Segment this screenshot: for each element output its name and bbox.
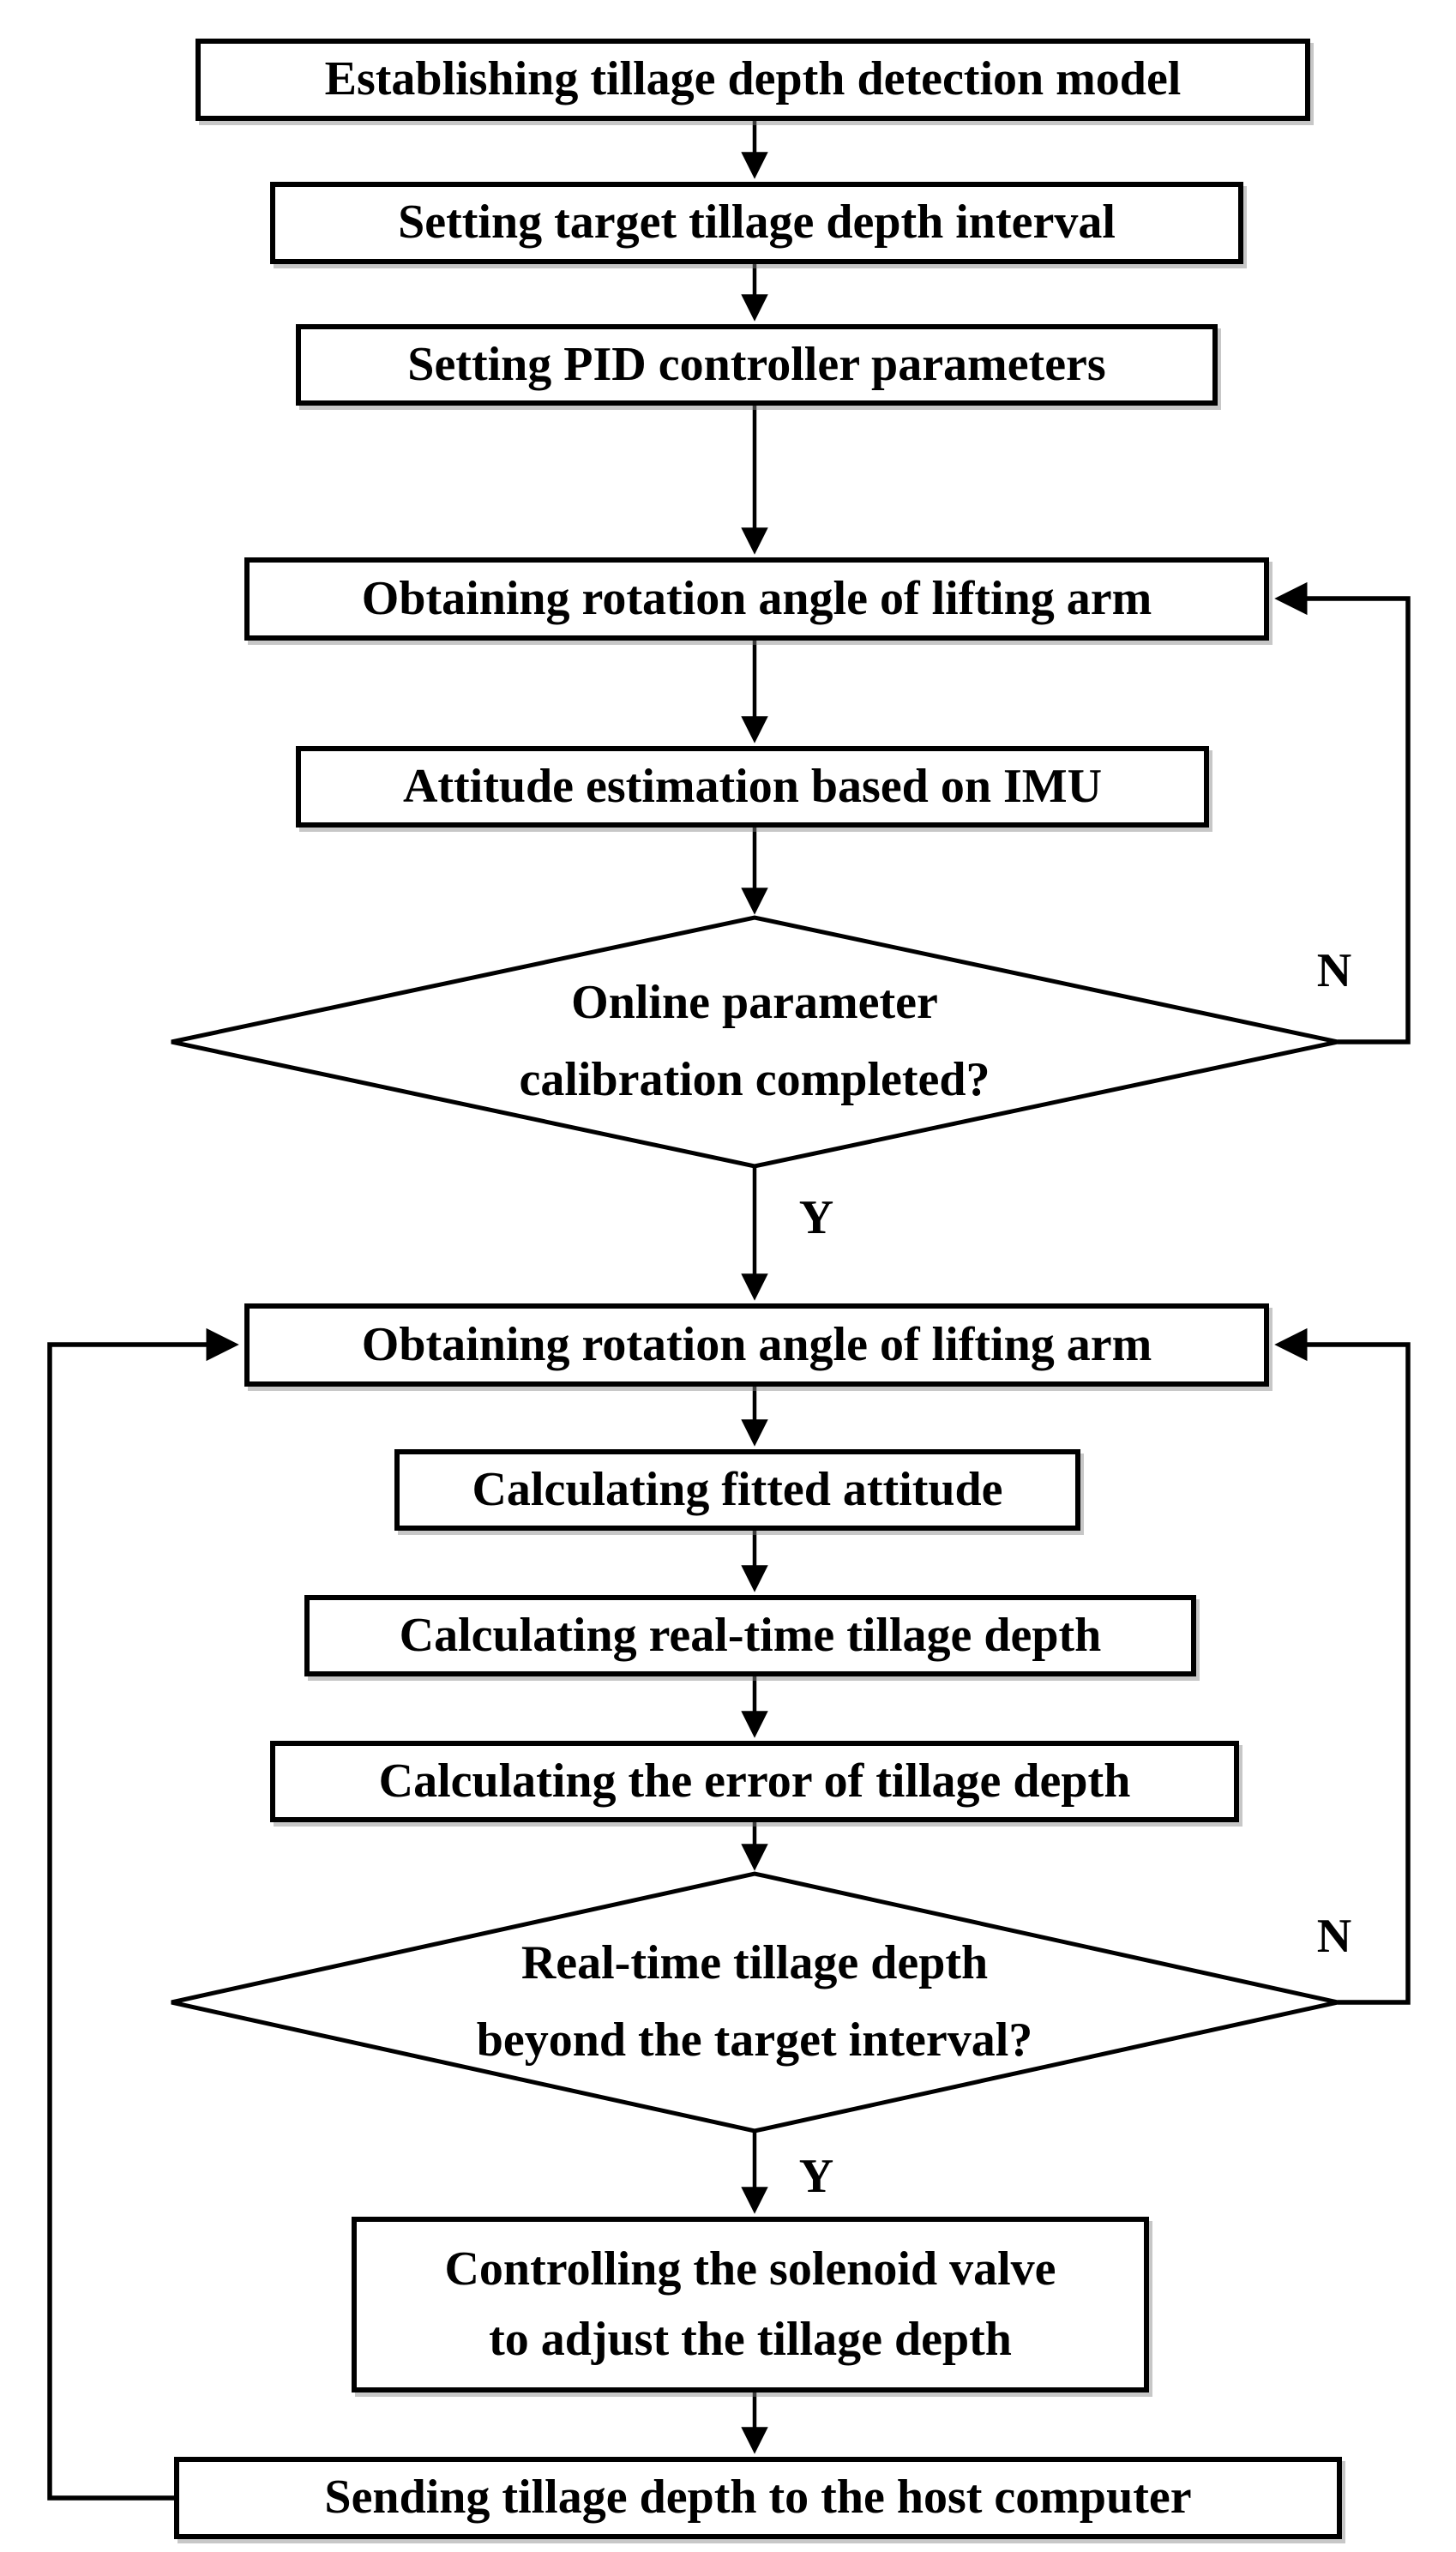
process-box-calc-realtime-depth: Calculating real-time tillage depth xyxy=(304,1595,1196,1676)
loop-interval-no-to-obtain-angle-2 xyxy=(1274,1327,1411,2005)
process-label: Obtaining rotation angle of lifting arm xyxy=(361,1317,1152,1371)
branch-label-no-interval: N xyxy=(1316,1910,1352,1963)
process-label: Obtaining rotation angle of lifting arm xyxy=(361,571,1152,625)
process-box-attitude-estimation: Attitude estimation based on IMU xyxy=(296,746,1209,828)
process-label-line1: Controlling the solenoid valve xyxy=(444,2242,1056,2296)
process-label: Calculating the error of tillage depth xyxy=(378,1754,1131,1808)
process-box-establish-model: Establishing tillage depth detection mod… xyxy=(196,39,1310,121)
process-box-calc-fitted-attitude: Calculating fitted attitude xyxy=(394,1449,1080,1531)
process-label: Establishing tillage depth detection mod… xyxy=(324,52,1182,106)
branch-label-yes-calibration: Y xyxy=(798,1191,834,1244)
loop-calibration-no-to-obtain-angle-1 xyxy=(1274,581,1411,1044)
process-box-control-solenoid-valve: Controlling the solenoid valve to adjust… xyxy=(352,2217,1149,2392)
process-box-set-target-interval: Setting target tillage depth interval xyxy=(270,182,1243,264)
branch-label-yes-interval: Y xyxy=(798,2150,834,2203)
process-box-calc-depth-error: Calculating the error of tillage depth xyxy=(270,1741,1239,1822)
process-label: Sending tillage depth to the host comput… xyxy=(324,2471,1192,2525)
decision-diamond-calibration-completed xyxy=(171,915,1339,1169)
branch-label-no-calibration: N xyxy=(1316,944,1352,997)
process-label: Attitude estimation based on IMU xyxy=(402,759,1103,813)
process-label: Calculating fitted attitude xyxy=(472,1462,1003,1516)
process-label: Setting target tillage depth interval xyxy=(398,196,1116,250)
process-label: Calculating real-time tillage depth xyxy=(399,1608,1102,1662)
process-box-send-depth-to-host: Sending tillage depth to the host comput… xyxy=(174,2457,1342,2539)
process-box-obtain-rotation-angle-1: Obtaining rotation angle of lifting arm xyxy=(244,557,1269,641)
process-box-set-pid-parameters: Setting PID controller parameters xyxy=(296,324,1218,406)
loop-send-depth-to-obtain-angle-2 xyxy=(47,1327,239,2501)
process-label-line2: to adjust the tillage depth xyxy=(489,2312,1012,2366)
process-label: Setting PID controller parameters xyxy=(407,337,1106,391)
process-box-obtain-rotation-angle-2: Obtaining rotation angle of lifting arm xyxy=(244,1303,1269,1387)
decision-diamond-depth-beyond-interval xyxy=(171,1871,1339,2134)
